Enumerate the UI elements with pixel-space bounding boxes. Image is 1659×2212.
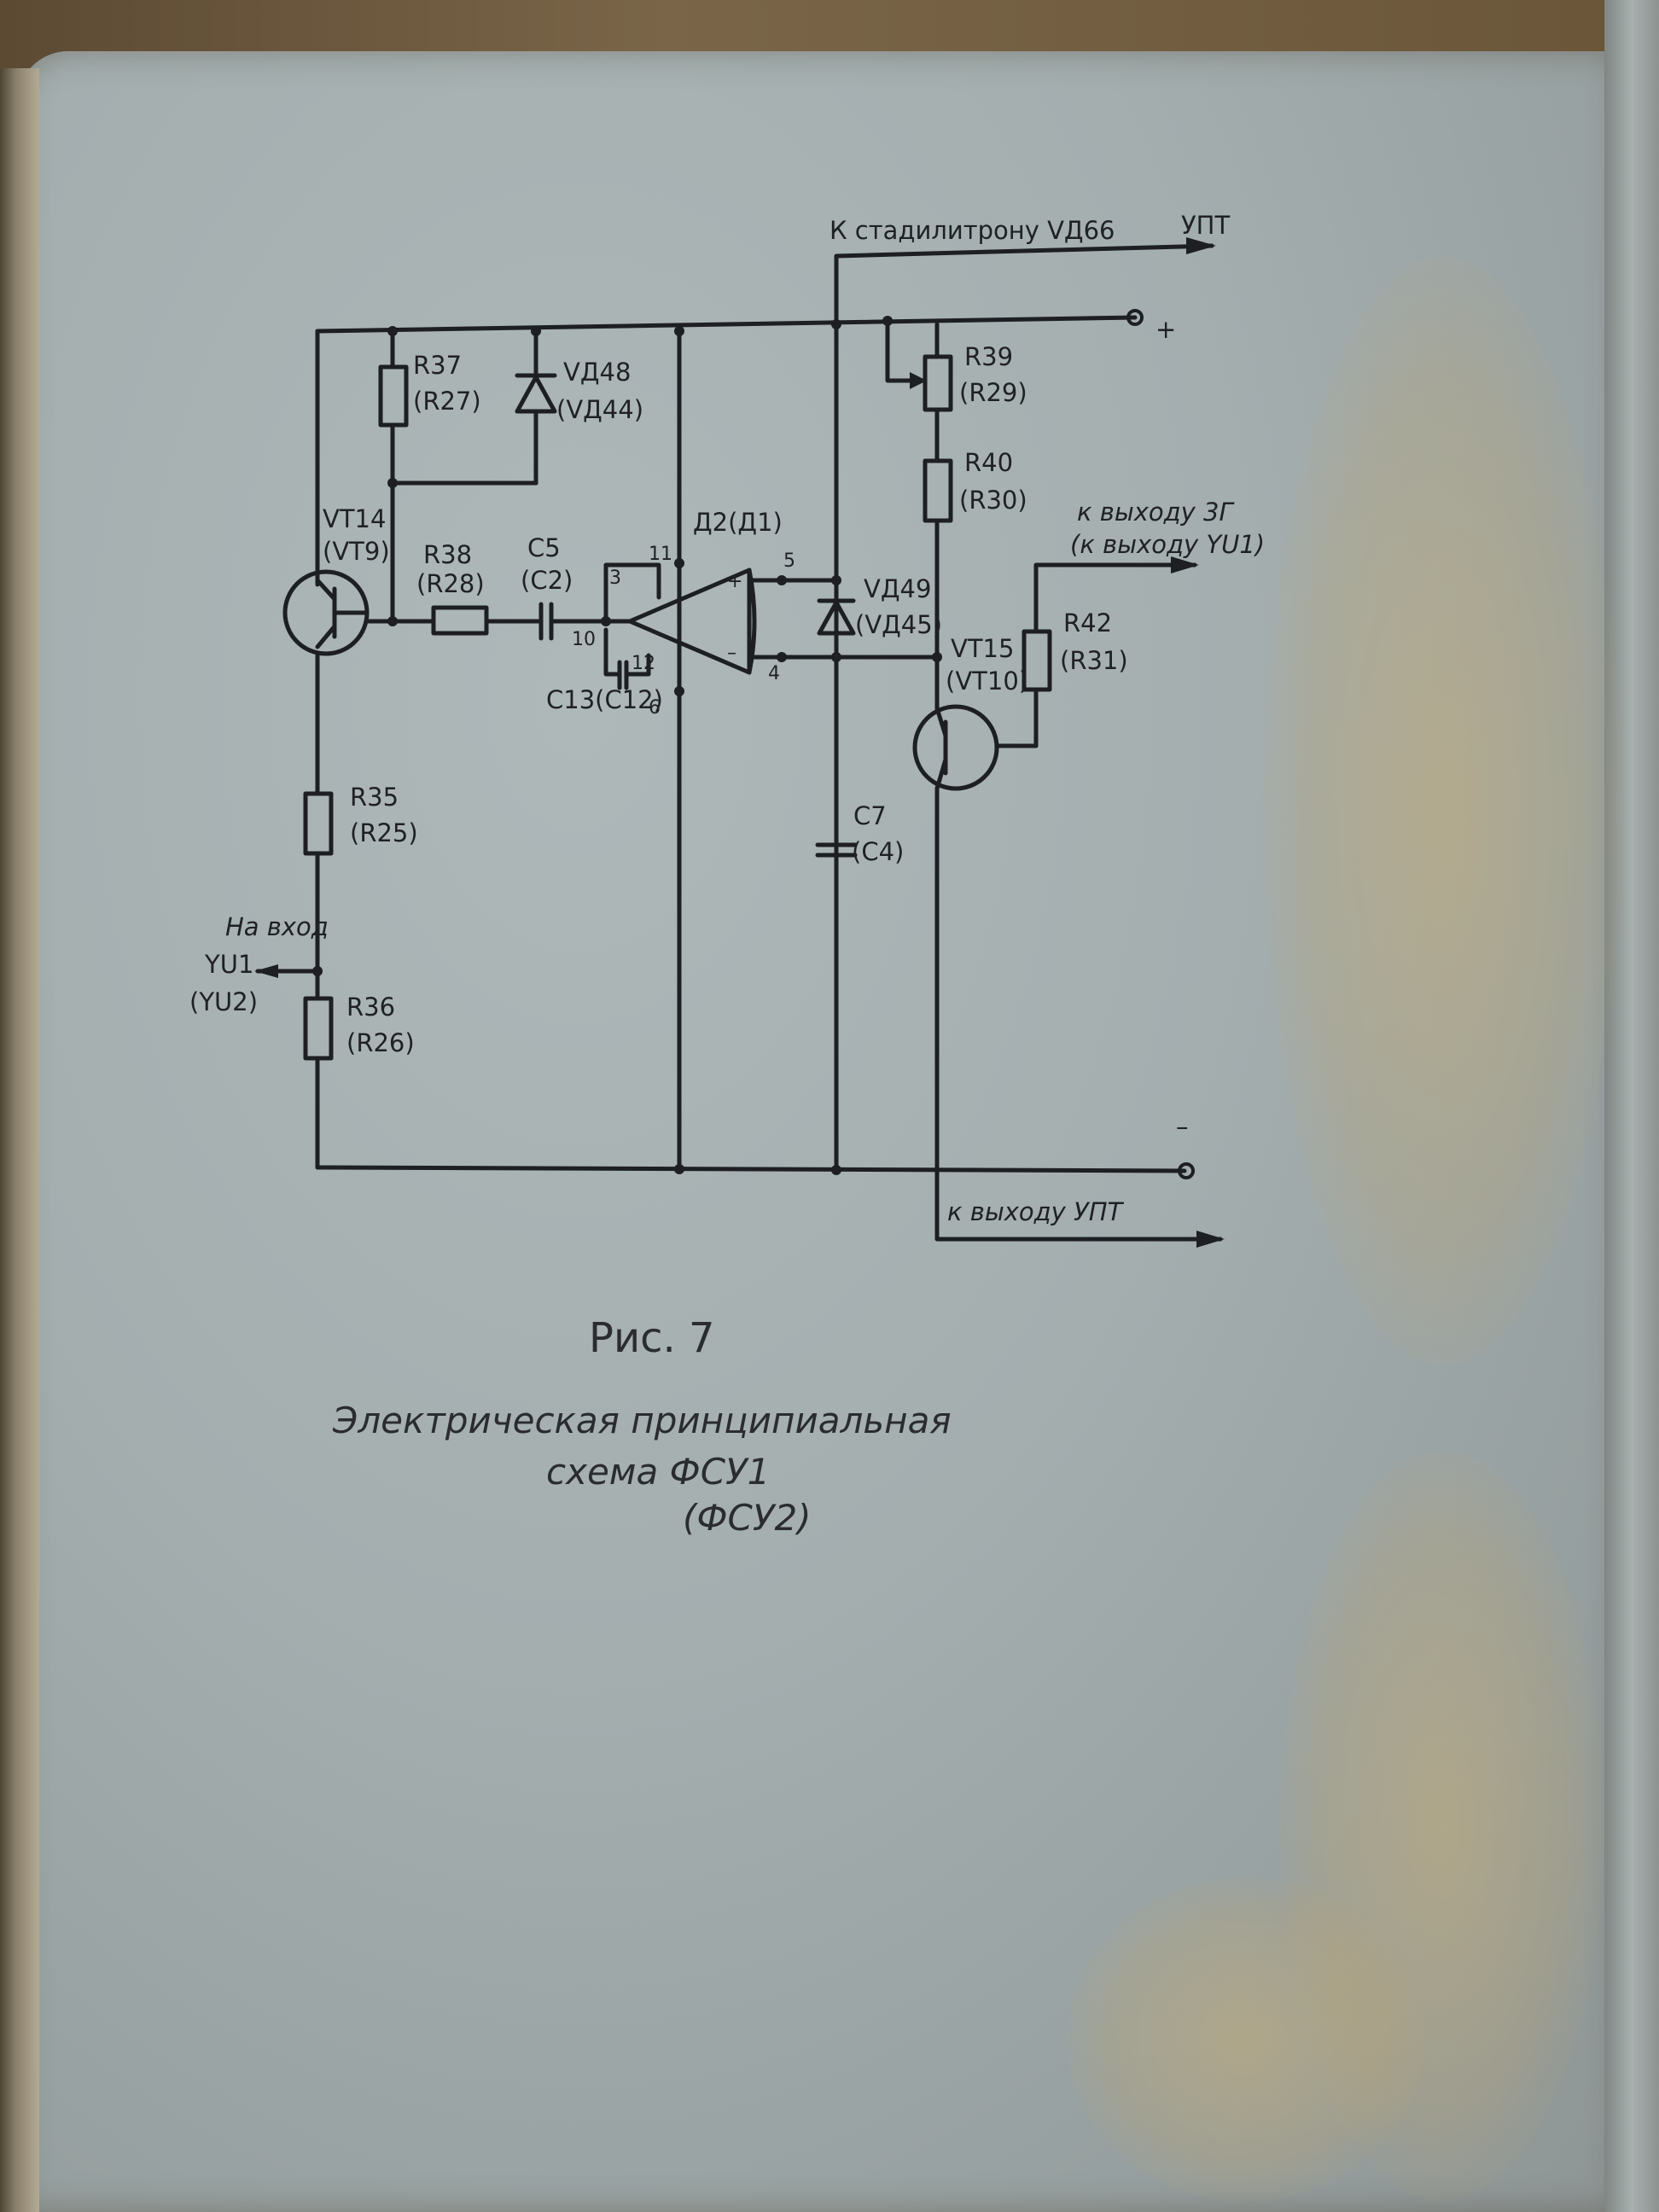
top-arrow-label: К стадилитрону VД66 (830, 216, 1115, 245)
output-3g-label: к выходу 3Г (1077, 498, 1236, 527)
input-label-yu1: YU1 (204, 950, 253, 979)
input-label: На вход (225, 912, 329, 941)
plus-terminal-label: + (1155, 315, 1176, 344)
r39-alt-label: (R29) (959, 378, 1027, 407)
pin-10-label: 10 (572, 629, 596, 650)
r37-alt-label: (R27) (413, 387, 481, 416)
page-edge (0, 68, 39, 2212)
caption-line-3: (ФСУ2) (683, 1497, 812, 1539)
caption-line-2: схема ФСУ1 (546, 1451, 771, 1493)
vt14-label: VT14 (323, 504, 386, 533)
c7-label: C7 (853, 801, 887, 830)
r39-label: R39 (964, 342, 1013, 371)
pin-6-label: 6 (649, 697, 661, 719)
water-stain (1263, 256, 1621, 1365)
r36-alt-label: (R26) (346, 1028, 415, 1057)
output-yu1-label: (к выходу YU1) (1070, 530, 1265, 559)
plus-terminal (1126, 309, 1144, 326)
vd49-label: VД49 (864, 574, 931, 603)
opamp-plus-label: + (727, 571, 742, 592)
pin-5-label: 5 (783, 550, 795, 572)
figure-number: Рис. 7 (589, 1314, 715, 1362)
water-stain (1067, 1877, 1425, 2202)
r36-label: R36 (346, 992, 395, 1022)
r40-alt-label: (R30) (959, 486, 1027, 515)
pin-12-label: 12 (632, 653, 655, 674)
r35-alt-label: (R25) (350, 818, 418, 847)
r38-label: R38 (423, 540, 472, 569)
c7-alt-label: (C4) (852, 837, 904, 866)
vd48-label: VД48 (563, 358, 631, 387)
vd48-alt-label: (VД44) (556, 395, 643, 424)
vd49-alt-label: (VД45) (855, 610, 942, 639)
output-upt-label: к выходу УПТ (947, 1197, 1125, 1226)
r40-label: R40 (964, 448, 1013, 477)
r35-label: R35 (350, 783, 399, 812)
r42-alt-label: (R31) (1060, 646, 1128, 675)
r42-label: R42 (1063, 608, 1112, 637)
c5-alt-label: (C2) (521, 566, 573, 595)
opamp-minus-label: – (727, 643, 736, 664)
r38-alt-label: (R28) (416, 569, 485, 598)
c5-label: C5 (527, 533, 561, 562)
next-page-edge (1604, 0, 1659, 2212)
d2-label: Д2(Д1) (693, 508, 783, 537)
vt15-alt-label: (VT10) (946, 667, 1028, 696)
input-label-yu2: (YU2) (189, 987, 258, 1016)
pin-3-label: 3 (609, 568, 621, 589)
minus-terminal-label: – (1176, 1112, 1189, 1141)
caption-line-1: Электрическая принципиальная (333, 1400, 952, 1441)
vt15-label: VT15 (951, 634, 1014, 663)
minus-terminal (1178, 1162, 1195, 1179)
r37-label: R37 (413, 351, 462, 380)
top-arrow-target: УПТ (1181, 211, 1230, 240)
pin-11-label: 11 (649, 544, 672, 565)
pin-4-label: 4 (768, 663, 780, 684)
vt14-alt-label: (VT9) (323, 537, 390, 566)
c13-label: C13(C12) (546, 685, 663, 714)
